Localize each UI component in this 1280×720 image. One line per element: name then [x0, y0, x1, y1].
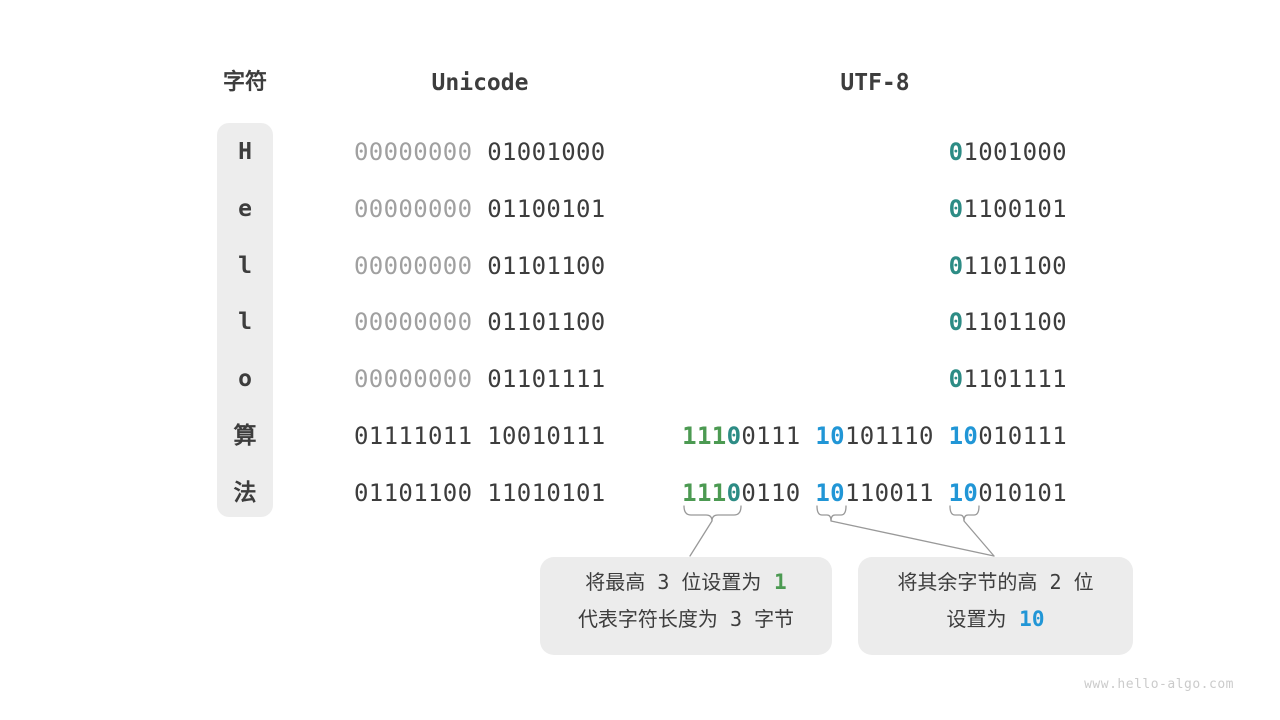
utf8-cell: 01101111: [949, 365, 1067, 393]
unicode-cell: 01101100 11010101: [354, 479, 606, 507]
bit-segment: 00000000: [354, 194, 473, 223]
bit-segment: 00000000: [354, 365, 473, 393]
bit-segment: 01101100 11010101: [354, 478, 606, 507]
char-cell: 法: [233, 479, 257, 506]
char-cell: H: [238, 139, 252, 165]
utf8-cell: 01101100: [949, 308, 1067, 336]
bit-segment: 110011: [844, 478, 949, 507]
bit-segment: 位设置为: [681, 570, 762, 594]
utf8-cell: 01001000: [949, 138, 1067, 166]
bit-segment: 01111011 10010111: [354, 421, 606, 450]
note-leading-byte-line2: 代表字符长度为 3 字节: [540, 601, 832, 638]
char-cell: l: [238, 309, 252, 336]
column-header-char: 字符: [222, 70, 267, 95]
bit-segment: 010111: [978, 421, 1067, 450]
bit-segment: 10: [948, 478, 979, 507]
bit-segment: 字节: [754, 607, 795, 631]
unicode-cell: 00000000 01101100: [354, 308, 606, 336]
char-cell: o: [238, 366, 252, 392]
bit-segment: 0: [948, 251, 964, 280]
bit-segment: 1101100: [963, 251, 1067, 280]
watermark: www.hello-algo.com: [1084, 677, 1234, 692]
connector-line-left: [689, 520, 713, 557]
bit-segment: 00000000: [354, 308, 473, 337]
bit-segment: 010101: [978, 478, 1067, 507]
bit-segment: 将最高: [585, 570, 646, 594]
bit-segment: 0: [948, 308, 964, 337]
bit-segment: 111: [682, 421, 727, 450]
bit-segment: 10: [815, 421, 845, 450]
bit-segment: 1101111: [963, 365, 1067, 393]
note-continuation-byte: 将其余字节的高 2 位 设置为 10: [858, 557, 1133, 655]
utf8-cell: 01101100: [949, 252, 1067, 280]
bit-segment: 01101100: [472, 251, 606, 280]
bit-segment: 01101100: [472, 308, 606, 337]
bit-segment: 01100101: [472, 194, 606, 223]
bit-segment: 1: [761, 570, 787, 594]
bit-segment: 0: [948, 138, 964, 166]
bit-segment: 0110: [741, 478, 816, 507]
bit-segment: 00000000: [354, 251, 473, 280]
bit-segment: 代表字符长度为: [577, 607, 718, 631]
utf8-cell: 11100110 10110011 10010101: [682, 479, 1067, 507]
note-continuation-byte-line1: 将其余字节的高 2 位: [858, 564, 1133, 601]
char-cell: 算: [233, 422, 257, 449]
unicode-cell: 00000000 01001000: [354, 138, 606, 166]
unicode-cell: 00000000 01100101: [354, 195, 606, 223]
connector-line-mid: [830, 520, 995, 557]
bit-segment: 3: [645, 570, 682, 594]
bit-segment: 2: [1037, 570, 1074, 594]
underbrace-continuation-bits-1: [816, 505, 847, 522]
bit-segment: 将其余字节的高: [897, 570, 1038, 594]
utf8-cell: 11100111 10101110 10010111: [682, 422, 1067, 450]
utf8-cell: 01100101: [949, 195, 1067, 223]
bit-segment: 00000000: [354, 138, 473, 166]
char-column-background: [217, 123, 273, 517]
unicode-cell: 00000000 01101111: [354, 365, 606, 393]
bit-segment: 1100101: [963, 194, 1067, 223]
bit-segment: 位: [1073, 570, 1094, 594]
bit-segment: 10: [815, 478, 845, 507]
unicode-cell: 00000000 01101100: [354, 252, 606, 280]
bit-segment: 01101111: [472, 365, 606, 393]
connector-line-right: [963, 520, 995, 557]
char-cell: e: [238, 195, 252, 222]
bit-segment: 1101100: [963, 308, 1067, 337]
bit-segment: 0: [726, 478, 742, 507]
bit-segment: 设置为: [946, 607, 1007, 631]
bit-segment: 0: [948, 365, 964, 393]
bit-segment: 3: [717, 607, 755, 631]
char-cell: l: [238, 252, 252, 279]
unicode-cell: 01111011 10010111: [354, 422, 606, 450]
column-header-unicode: Unicode: [431, 70, 529, 96]
bit-segment: 01001000: [472, 138, 606, 166]
underbrace-leading-bits: [683, 505, 742, 522]
bit-segment: 111: [682, 478, 727, 507]
column-header-utf8: UTF-8: [840, 70, 910, 96]
underbrace-continuation-bits-2: [949, 505, 980, 522]
bit-segment: 0111: [741, 421, 816, 450]
bit-segment: 101110: [844, 421, 949, 450]
note-continuation-byte-line2: 设置为 10: [858, 601, 1133, 638]
note-leading-byte-line1: 将最高 3 位设置为 1: [540, 564, 832, 601]
bit-segment: 10: [948, 421, 979, 450]
bit-segment: 0: [726, 421, 742, 450]
bit-segment: 1001000: [963, 138, 1067, 166]
bit-segment: 0: [948, 194, 964, 223]
bit-segment: 10: [1006, 607, 1045, 631]
note-leading-byte: 将最高 3 位设置为 1 代表字符长度为 3 字节: [540, 557, 832, 655]
